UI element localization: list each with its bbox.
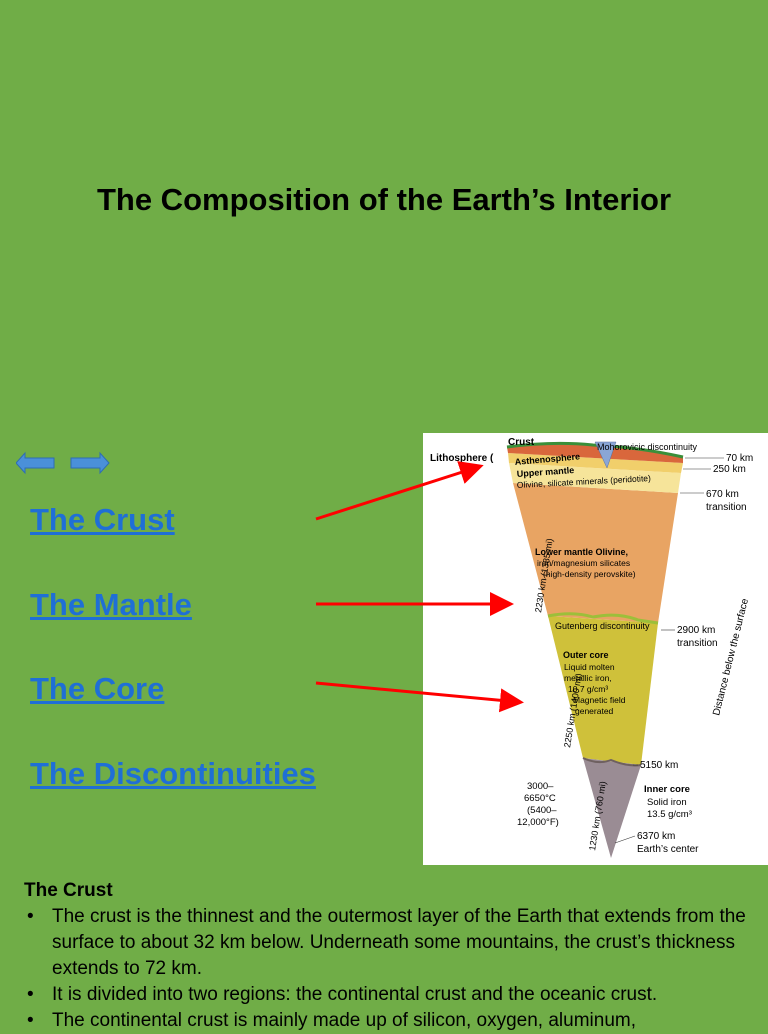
inner-core-boundary [582, 757, 642, 767]
label-moho: Mohorovicic discontinuity [597, 442, 698, 452]
notes-list: The crust is the thinnest and the outerm… [24, 904, 754, 1034]
back-arrow-icon[interactable] [16, 451, 55, 475]
label-outer-core: Outer core [563, 650, 609, 660]
label-gutenberg: Gutenberg discontinuity [555, 621, 650, 631]
label-transition-2: transition [677, 638, 718, 649]
gutenberg-boundary [547, 612, 659, 625]
label-outer-core-desc-3: 10.7 g/cm³ [568, 684, 608, 694]
label-inner-core-desc-1: Solid iron [647, 797, 687, 808]
label-670km: 670 km [706, 489, 739, 500]
crust-layer [507, 443, 683, 463]
label-6370km: 6370 km [637, 831, 675, 842]
label-250km: 250 km [713, 464, 746, 475]
label-outer-core-desc-5: generated [575, 706, 614, 716]
label-temp-1: 3000– [527, 781, 554, 792]
label-inner-core-desc-2: 13.5 g/cm³ [647, 809, 692, 820]
crust-surface [506, 441, 684, 459]
notes-heading: The Crust [24, 880, 113, 901]
label-70km: 70 km [726, 453, 753, 464]
slide-title: The Composition of the Earth’s Interior [96, 182, 672, 217]
label-temp-4: 12,000°F) [517, 817, 559, 828]
notes-panel: The Crust The crust is the thinnest and … [24, 878, 754, 1034]
label-outer-core-desc-2: metallic iron, [564, 673, 612, 683]
earth-interior-diagram: Crust Lithosphere ( Asthenosphere Mohoro… [423, 433, 768, 865]
label-transition: transition [706, 502, 747, 513]
moho-wedge [594, 441, 617, 469]
list-item: The crust is the thinnest and the outerm… [27, 904, 754, 982]
asthenosphere-layer [508, 453, 683, 473]
list-item: It is divided into two regions: the cont… [27, 982, 754, 1008]
label-upper-mantle: Upper mantle [516, 465, 574, 479]
label-outer-core-desc-1: Liquid molten [564, 662, 615, 672]
nav-arrows [16, 451, 110, 475]
forward-arrow-icon[interactable] [70, 451, 110, 475]
link-the-crust[interactable]: The Crust [30, 502, 175, 537]
label-earth-center: Earth’s center [637, 844, 699, 855]
outer-core-layer [548, 616, 658, 765]
link-the-mantle[interactable]: The Mantle [30, 587, 192, 622]
label-crust: Crust [508, 437, 535, 448]
label-distance-below-surface: Distance below the surface [711, 597, 751, 717]
lower-mantle-layer [513, 483, 678, 623]
label-lower-mantle-desc-1: iron/magnesium silicates [537, 558, 630, 568]
inner-core-layer [583, 758, 641, 858]
label-inner-core: Inner core [644, 784, 690, 795]
list-item: The continental crust is mainly made up … [27, 1008, 754, 1034]
link-the-core[interactable]: The Core [30, 671, 165, 706]
label-lower-mantle: Lower mantle Olivine, [535, 547, 628, 557]
label-lower-mantle-desc-2: (high-density perovskite) [543, 569, 636, 579]
label-temp-3: (5400– [527, 805, 557, 816]
label-outer-core-desc-4: Magnetic field [573, 695, 626, 705]
link-the-discontinuities[interactable]: The Discontinuities [30, 756, 316, 791]
label-5150km: 5150 km [640, 760, 678, 771]
label-2900km: 2900 km [677, 625, 715, 636]
label-lithosphere: Lithosphere ( [430, 453, 494, 464]
label-temp-2: 6650°C [524, 793, 556, 804]
